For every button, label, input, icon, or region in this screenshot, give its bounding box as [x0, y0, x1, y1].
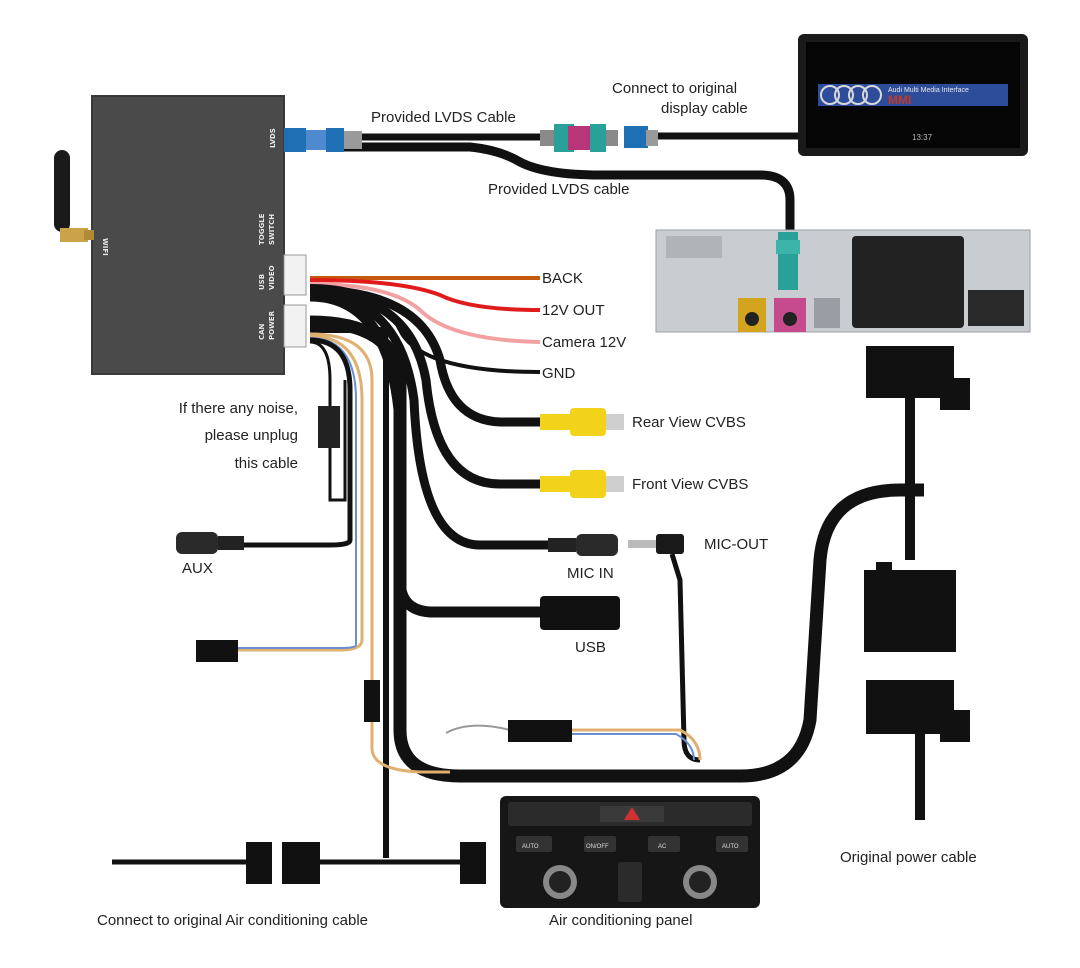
front-view-label: Front View CVBS	[632, 476, 749, 493]
aux-label: AUX	[182, 560, 213, 577]
rear-view-rca	[540, 408, 624, 436]
power-harness	[236, 315, 924, 858]
lvds-connector-box	[284, 128, 362, 152]
can-power-label-1: CAN	[258, 323, 266, 340]
usb-video-label-1: USB	[258, 274, 266, 290]
connect-display-label-1: Connect to original	[612, 80, 738, 97]
noise-note-line-3: this cable	[234, 455, 298, 472]
toggle-switch-label-2: SWITCH	[268, 214, 276, 245]
ac-auto-left: AUTO	[522, 844, 539, 850]
usb-video-label-2: VIDEO	[268, 265, 276, 290]
ac-panel	[500, 796, 760, 908]
mic-out-label: MIC-OUT	[704, 536, 769, 553]
mic-in-jack	[548, 534, 618, 556]
camera-12v-label: Camera 12V	[542, 334, 627, 351]
ac-cable	[112, 842, 486, 884]
rear-view-label: Rear View CVBS	[632, 414, 746, 431]
power-cable-right	[864, 346, 970, 820]
ac-on-off: ON/OFF	[586, 844, 609, 850]
interface-box	[91, 95, 285, 375]
screen-mmi-text: MMI	[888, 93, 911, 107]
noise-filter-plug	[318, 406, 340, 448]
lvds-port-label: LVDS	[269, 128, 277, 148]
head-unit	[655, 229, 1031, 333]
out-12v-label: 12V OUT	[542, 302, 605, 319]
screen-clock: 13:37	[912, 133, 933, 142]
wifi-antenna	[54, 150, 94, 242]
small-connector-left	[196, 640, 238, 662]
aux-jack	[176, 532, 244, 554]
ac-panel-label: Air conditioning panel	[549, 912, 693, 929]
connect-ac-label: Connect to original Air conditioning cab…	[97, 912, 369, 929]
mic-out-plug	[628, 534, 701, 763]
small-connector-mid	[364, 680, 380, 722]
lvds-inline-connector	[540, 124, 658, 152]
ac-auto-right: AUTO	[722, 844, 739, 850]
provided-lvds-cable-top-label: Provided LVDS Cable	[371, 109, 516, 126]
toggle-switch-label-1: TOGGLE	[258, 213, 266, 245]
ac-ac: AC	[658, 844, 667, 850]
noise-note-line-1: If there any noise,	[178, 400, 298, 417]
mic-in-label: MIC IN	[567, 565, 614, 582]
lvds-cable-top	[330, 132, 800, 240]
wifi-port-label: WIFI	[101, 238, 109, 256]
can-power-label-2: POWER	[268, 310, 276, 340]
noise-note-line-2: please unplug	[204, 427, 298, 444]
usb-connector	[540, 596, 620, 630]
screen-brand-text: Audi Multi Media Interface	[888, 87, 969, 94]
gnd-label: GND	[542, 365, 576, 382]
loop-connector	[445, 720, 702, 761]
audi-display	[798, 34, 1028, 156]
original-power-cable-label: Original power cable	[840, 849, 977, 866]
provided-lvds-cable-mid-label: Provided LVDS cable	[488, 181, 630, 198]
connect-display-label-2: display cable	[661, 100, 748, 117]
usb-video-port	[283, 254, 307, 296]
usb-label: USB	[575, 639, 606, 656]
back-label: BACK	[542, 270, 583, 287]
can-power-port	[283, 304, 307, 348]
front-view-rca	[540, 470, 624, 498]
